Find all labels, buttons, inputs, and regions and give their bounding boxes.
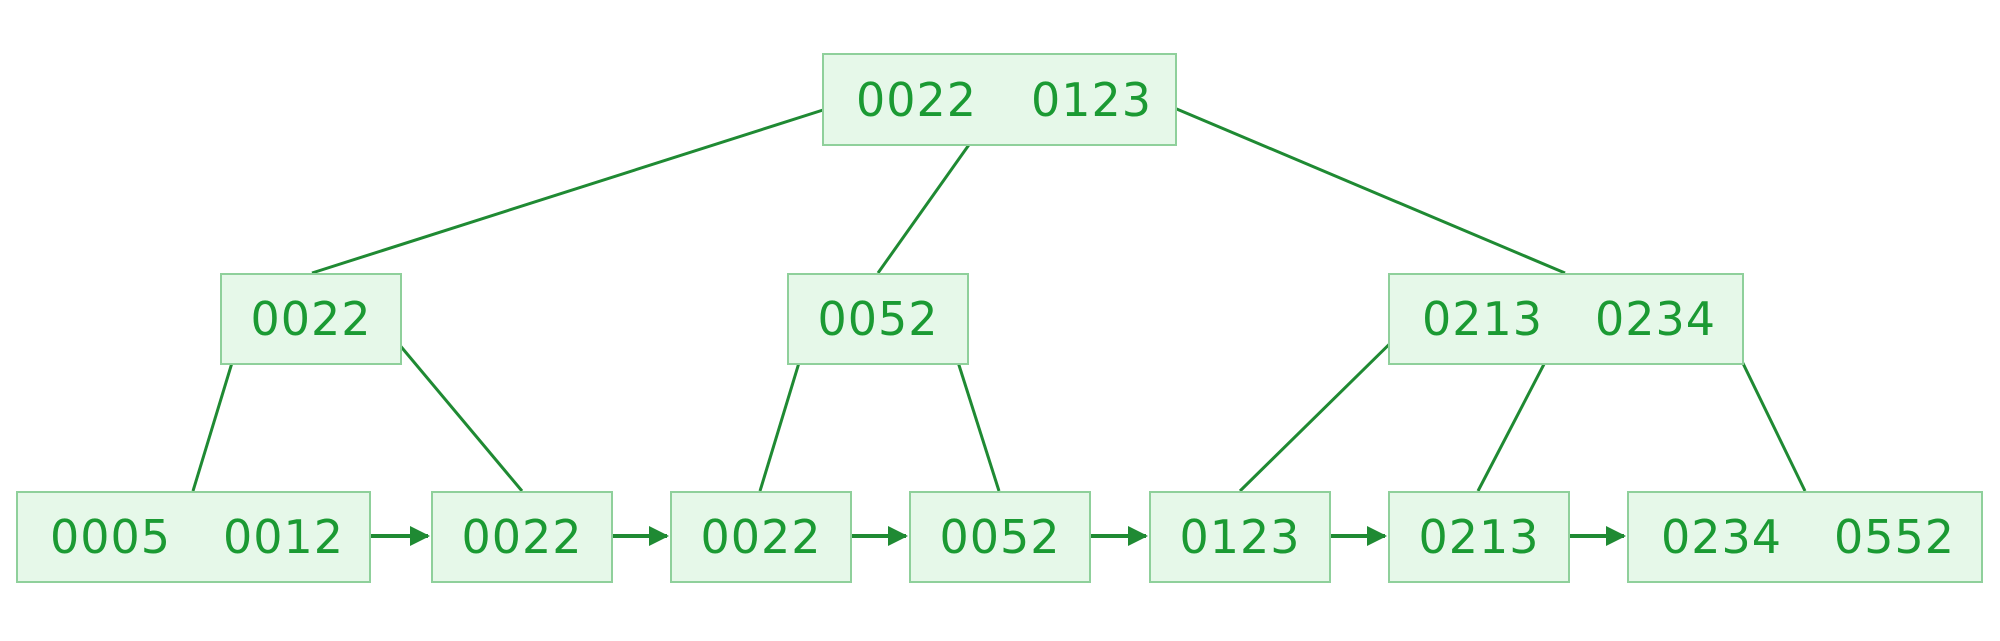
- leaf-4-key-1: 0052: [939, 510, 1061, 564]
- root-node: 0022 0123: [822, 53, 1177, 146]
- leaf-7-key-2: 0552: [1833, 510, 1956, 564]
- leaf-node-1: 0005 0012: [16, 491, 371, 583]
- edge-root-to-internal-3: [1152, 97, 1566, 275]
- edge-internal-3-to-leaf-5: [1238, 316, 1418, 493]
- leaf-7-key-1: 0234: [1660, 510, 1783, 564]
- internal-node-2: 0052: [787, 273, 969, 365]
- leaf-node-2: 0022: [431, 491, 613, 583]
- internal-3-key-2: 0234: [1594, 292, 1717, 346]
- leaf-1-key-2: 0012: [222, 510, 345, 564]
- root-key-1: 0022: [855, 72, 978, 127]
- leaf-node-5: 0123: [1149, 491, 1331, 583]
- internal-1-key-1: 0022: [250, 292, 372, 346]
- leaf-5-key-1: 0123: [1179, 510, 1301, 564]
- leaf-3-key-1: 0022: [700, 510, 822, 564]
- internal-2-key-1: 0052: [817, 292, 939, 346]
- edge-root-to-internal-1: [311, 101, 846, 275]
- leaf-node-7: 0234 0552: [1627, 491, 1983, 583]
- root-key-2: 0123: [1030, 72, 1153, 127]
- internal-3-key-1: 0213: [1421, 292, 1544, 346]
- internal-node-3: 0213 0234: [1388, 273, 1744, 365]
- leaf-node-6: 0213: [1388, 491, 1570, 583]
- leaf-1-key-1: 0005: [49, 510, 172, 564]
- leaf-node-3: 0022: [670, 491, 852, 583]
- leaf-node-4: 0052: [909, 491, 1091, 583]
- internal-node-1: 0022: [220, 273, 402, 365]
- leaf-2-key-1: 0022: [461, 510, 583, 564]
- leaf-6-key-1: 0213: [1418, 510, 1540, 564]
